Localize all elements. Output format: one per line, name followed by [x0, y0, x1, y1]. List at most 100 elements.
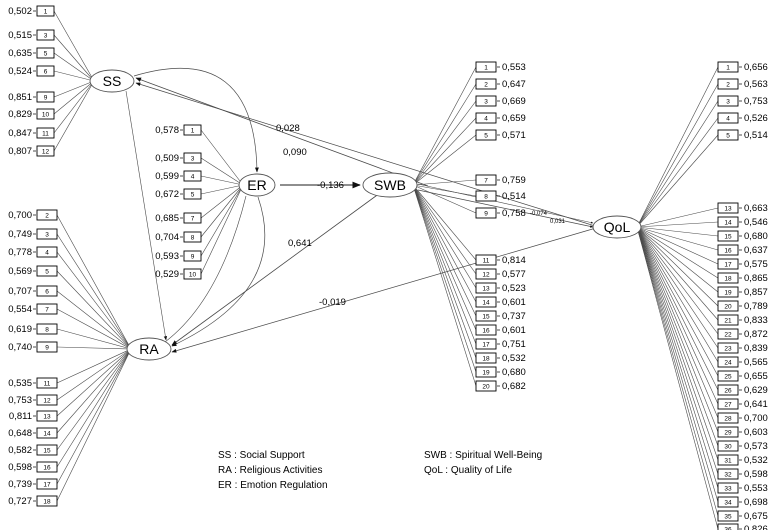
loading-value: 0,593: [155, 251, 179, 262]
loading-line: [636, 226, 719, 433]
indicator-number: 2: [45, 213, 49, 220]
indicator-number: 1: [191, 128, 195, 135]
latent-label-ss: SS: [103, 73, 122, 89]
indicator-box: [36, 285, 58, 297]
indicator-number: 3: [45, 232, 49, 239]
loading-line: [636, 226, 719, 251]
loading-value: 0,573: [744, 441, 768, 452]
indicator-box: [36, 108, 55, 120]
loading-line: [636, 226, 719, 405]
indicator-number: 13: [482, 286, 490, 293]
legend-abbreviations-right: SWB : Spiritual Well-Being QoL : Quality…: [424, 448, 542, 478]
loading-line: [412, 66, 477, 186]
legend-entry-ss: SS : Social Support: [218, 450, 305, 461]
indicator-number: 6: [44, 69, 48, 76]
indicator-box: [717, 314, 739, 326]
indicator-box: [717, 328, 739, 340]
indicator-number: 27: [724, 402, 732, 409]
indicator-box: [183, 188, 202, 200]
indicator-number: 32: [724, 472, 732, 479]
loading-value: 0,546: [744, 217, 768, 228]
loading-value: 0,807: [8, 146, 32, 157]
loading-line: [636, 226, 719, 307]
indicator-number: 12: [42, 149, 50, 156]
loading-value: 0,582: [8, 445, 32, 456]
loading-line: [56, 290, 132, 350]
loading-line: [200, 129, 244, 186]
indicator-number: 10: [189, 272, 197, 279]
indicator-box: [36, 265, 58, 277]
loading-line: [412, 117, 477, 186]
indicator-number: 4: [726, 116, 730, 123]
indicator-number: 11: [483, 258, 490, 265]
loading-value: 0,648: [8, 428, 32, 439]
loading-line: [636, 226, 719, 363]
indicator-number: 7: [484, 178, 488, 185]
indicator-box: [475, 310, 497, 322]
indicator-number: 4: [191, 174, 195, 181]
loading-value: 0,685: [155, 213, 179, 224]
latent-ra: [126, 337, 172, 361]
indicator-box: [717, 286, 739, 298]
loading-line: [56, 214, 132, 350]
loading-line: [636, 66, 719, 228]
loading-line: [412, 184, 477, 331]
indicator-box: [36, 47, 55, 59]
loading-line: [636, 134, 719, 228]
indicator-box: [475, 352, 497, 364]
indicator-number: 5: [191, 192, 195, 199]
loading-value: 0,851: [8, 92, 32, 103]
loading-line: [636, 226, 719, 265]
indicator-number: 6: [45, 289, 49, 296]
indicator-box: [717, 216, 739, 228]
indicator-number: 4: [484, 116, 488, 123]
loading-value: 0,619: [8, 324, 32, 335]
indicator-number: 11: [42, 131, 49, 138]
indicator-box: [36, 65, 55, 77]
loading-value: 0,526: [744, 113, 768, 124]
loading-value: 0,707: [8, 286, 32, 297]
indicator-box: [183, 152, 202, 164]
indicator-box: [36, 91, 55, 103]
loading-line: [53, 70, 95, 82]
indicator-number: 5: [726, 133, 730, 140]
loading-value: 0,698: [744, 497, 768, 508]
loading-value: 0,532: [744, 455, 768, 466]
loading-value: 0,535: [8, 378, 32, 389]
indicator-number: 9: [44, 95, 48, 102]
loading-line: [56, 346, 132, 350]
loading-value: 0,601: [502, 325, 526, 336]
loading-value: 0,569: [8, 266, 32, 277]
indicator-box: [475, 174, 497, 186]
loading-line: [636, 226, 719, 349]
indicator-number: 15: [43, 448, 51, 455]
loading-line: [412, 83, 477, 186]
loading-value: 0,571: [502, 130, 526, 141]
indicator-box: [36, 209, 58, 221]
indicator-number: 9: [191, 254, 195, 261]
loading-value: 0,553: [502, 62, 526, 73]
indicator-number: 19: [724, 290, 732, 297]
loading-value: 0,578: [155, 125, 179, 136]
loading-line: [200, 157, 244, 186]
loading-line: [412, 184, 477, 261]
loading-value: 0,814: [502, 255, 526, 266]
loading-value: 0,563: [744, 79, 768, 90]
indicator-box: [183, 268, 202, 280]
loading-line: [636, 221, 719, 228]
loading-value: 0,759: [502, 175, 526, 186]
coef-er-swb: -0,136: [317, 180, 344, 191]
loading-line: [200, 184, 244, 195]
indicator-number: 1: [484, 65, 488, 72]
loading-line: [636, 226, 719, 517]
loading-value: 0,753: [744, 96, 768, 107]
indicator-box: [717, 95, 739, 107]
indicator-number: 3: [191, 156, 195, 163]
indicator-box: [475, 282, 497, 294]
indicator-number: 5: [45, 269, 49, 276]
loading-value: 0,565: [744, 357, 768, 368]
loading-value: 0,789: [744, 301, 768, 312]
loading-value: 0,778: [8, 247, 32, 258]
loading-line: [636, 226, 719, 461]
indicator-box: [36, 478, 58, 490]
